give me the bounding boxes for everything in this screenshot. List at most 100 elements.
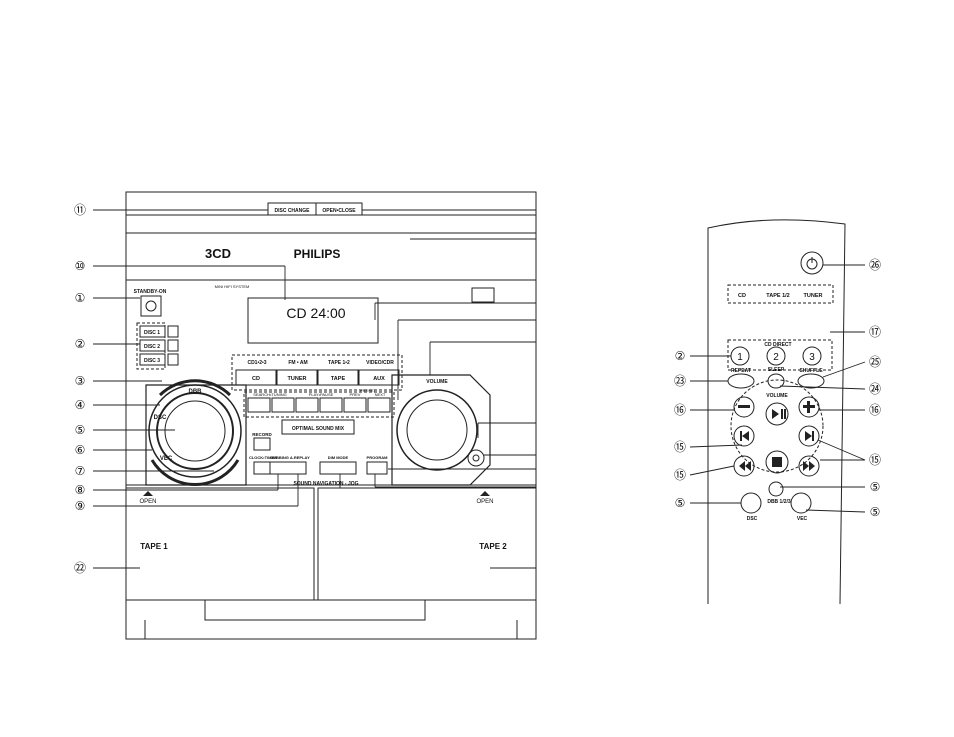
play-badge bbox=[471, 287, 495, 303]
callout-23: ㉓ bbox=[674, 374, 686, 388]
remote-dsc-button[interactable] bbox=[740, 492, 762, 514]
callout-15-lower: ⑮ bbox=[674, 468, 686, 482]
shuffle-button[interactable] bbox=[797, 373, 825, 389]
remote-prev-button[interactable] bbox=[733, 425, 755, 447]
remote-control bbox=[707, 219, 846, 605]
aux-button-label: AUX bbox=[373, 376, 385, 382]
leader-lines-right bbox=[339, 209, 536, 569]
stop-button[interactable] bbox=[295, 397, 319, 413]
remote-labels: CD TAPE 1/2 TUNER CD DIRECT 1 2 3 REPEAT… bbox=[731, 293, 823, 522]
cd-source-button[interactable] bbox=[235, 369, 277, 386]
dim-mode-button[interactable] bbox=[319, 461, 357, 475]
digit-2-button[interactable] bbox=[766, 346, 786, 366]
remote-play-pause-button[interactable] bbox=[765, 402, 789, 426]
volume-up-button[interactable] bbox=[798, 396, 820, 418]
callout-7: ⑦ bbox=[75, 464, 86, 478]
open-close-button[interactable] bbox=[315, 202, 363, 216]
fast-forward-button[interactable] bbox=[271, 397, 295, 413]
pause-icon bbox=[784, 409, 786, 419]
headphone-jack[interactable] bbox=[467, 449, 485, 467]
standby-on-button[interactable] bbox=[140, 295, 162, 317]
play-pause-button[interactable] bbox=[319, 397, 343, 413]
fm-am-group-label: FM • AM bbox=[288, 360, 307, 366]
unit-outline bbox=[125, 191, 537, 640]
remote-vec-button[interactable] bbox=[790, 492, 812, 514]
search-tuning-label: SEARCH•TUNING bbox=[253, 392, 286, 397]
remote-volume-label: VOLUME bbox=[766, 393, 788, 399]
optimal-sound-mix-button[interactable] bbox=[281, 419, 355, 435]
play-pause-label: PLAY•PAUSE bbox=[309, 392, 334, 397]
callout-5: ⑤ bbox=[75, 423, 86, 437]
callout-10: ⑩ bbox=[75, 259, 86, 273]
disc3-button[interactable] bbox=[139, 353, 166, 366]
tape2-label: TAPE 2 bbox=[479, 542, 507, 551]
callout-22: ㉒ bbox=[74, 561, 86, 575]
aux-source-button[interactable] bbox=[358, 369, 400, 386]
rewind-button[interactable] bbox=[247, 397, 271, 413]
remote-callout-5-left: ⑤ bbox=[675, 496, 686, 510]
remote-cd-label: CD bbox=[738, 293, 746, 299]
system-label: MINI HIFI SYSTEM bbox=[215, 284, 250, 289]
callout-26: ㉖ bbox=[869, 258, 881, 272]
callout-17: ⑰ bbox=[869, 325, 881, 339]
digit-3-button[interactable] bbox=[802, 346, 822, 366]
remote-next-button[interactable] bbox=[798, 425, 820, 447]
tape-button-label: TAPE bbox=[331, 376, 346, 382]
disc1-button[interactable] bbox=[139, 325, 166, 338]
tape-group-label: TAPE 1•2 bbox=[328, 360, 350, 366]
dubbing-replay-label: DUBBING A.REPLAY bbox=[270, 455, 310, 460]
prev-label: PREV bbox=[350, 392, 361, 397]
volume-down-button[interactable] bbox=[733, 396, 755, 418]
cd-direct-label: CD DIRECT bbox=[764, 342, 791, 348]
preset-label: PRESET bbox=[360, 388, 377, 393]
remote-dbb-button[interactable] bbox=[768, 481, 784, 497]
next-label: NEXT bbox=[375, 392, 386, 397]
tuner-button-label: TUNER bbox=[288, 376, 307, 382]
remote-forward-button[interactable] bbox=[798, 455, 820, 477]
philips-logo: PHILIPS bbox=[294, 247, 341, 261]
shuffle-label: SHUFFLE bbox=[799, 368, 823, 374]
display-readout: CD 24:00 bbox=[286, 305, 345, 321]
callout-16-right: ⑯ bbox=[869, 403, 881, 417]
dsc-ring-label: DSC bbox=[154, 415, 167, 421]
remote-outline bbox=[707, 219, 846, 605]
tuner-source-button[interactable] bbox=[276, 369, 318, 386]
remote-stop-button[interactable] bbox=[765, 450, 789, 474]
remote-callout-2: ② bbox=[675, 349, 686, 363]
cd-group-label: CD1•2•3 bbox=[247, 360, 266, 366]
dim-mode-label: DIM MODE bbox=[328, 455, 349, 460]
open-close-label: OPEN•CLOSE bbox=[322, 208, 356, 214]
disc3-label: DISC 3 bbox=[144, 358, 160, 364]
repeat-label: REPEAT bbox=[731, 368, 751, 374]
disc1-label: DISC 1 bbox=[144, 330, 160, 336]
program-label: PROGRAM bbox=[367, 455, 389, 460]
callout-6: ⑥ bbox=[75, 443, 86, 457]
main-unit-labels: DISC CHANGE OPEN•CLOSE 3CD PHILIPS MINI … bbox=[134, 208, 508, 551]
sleep-label: SLEEP bbox=[768, 367, 785, 373]
repeat-button[interactable] bbox=[727, 373, 755, 389]
clock-timer-label: CLOCK•TIMER bbox=[249, 455, 277, 460]
minus-icon bbox=[738, 405, 750, 408]
volume-knob[interactable] bbox=[396, 389, 478, 471]
tape-source-button[interactable] bbox=[317, 369, 359, 386]
remote-icons bbox=[738, 401, 815, 471]
disc2-label: DISC 2 bbox=[144, 344, 160, 350]
leader-lines-left bbox=[93, 209, 299, 569]
remote-standby-button[interactable] bbox=[800, 251, 824, 275]
open-arrows bbox=[143, 491, 490, 496]
3cd-logo: 3CD bbox=[205, 246, 231, 261]
optimal-sound-mix-label: OPTIMAL SOUND MIX bbox=[292, 426, 345, 432]
next-button[interactable] bbox=[367, 397, 391, 413]
clock-timer-button[interactable] bbox=[253, 461, 271, 475]
prev-button[interactable] bbox=[343, 397, 367, 413]
program-button[interactable] bbox=[366, 461, 388, 475]
callout-15-upper: ⑮ bbox=[674, 440, 686, 454]
callouts-left: ⑪ ⑩ ① ② ③ ④ ⑤ ⑥ ⑦ ⑧ ⑨ ㉒ bbox=[74, 203, 86, 575]
dubbing-replay-button[interactable] bbox=[269, 461, 307, 475]
sound-navigation-ring[interactable] bbox=[148, 384, 242, 478]
plus-v-icon bbox=[807, 401, 810, 413]
record-button[interactable] bbox=[253, 437, 271, 451]
disc-change-label: DISC CHANGE bbox=[274, 208, 310, 214]
disc2-button[interactable] bbox=[139, 339, 166, 352]
sound-navigation-jog[interactable] bbox=[164, 400, 226, 462]
